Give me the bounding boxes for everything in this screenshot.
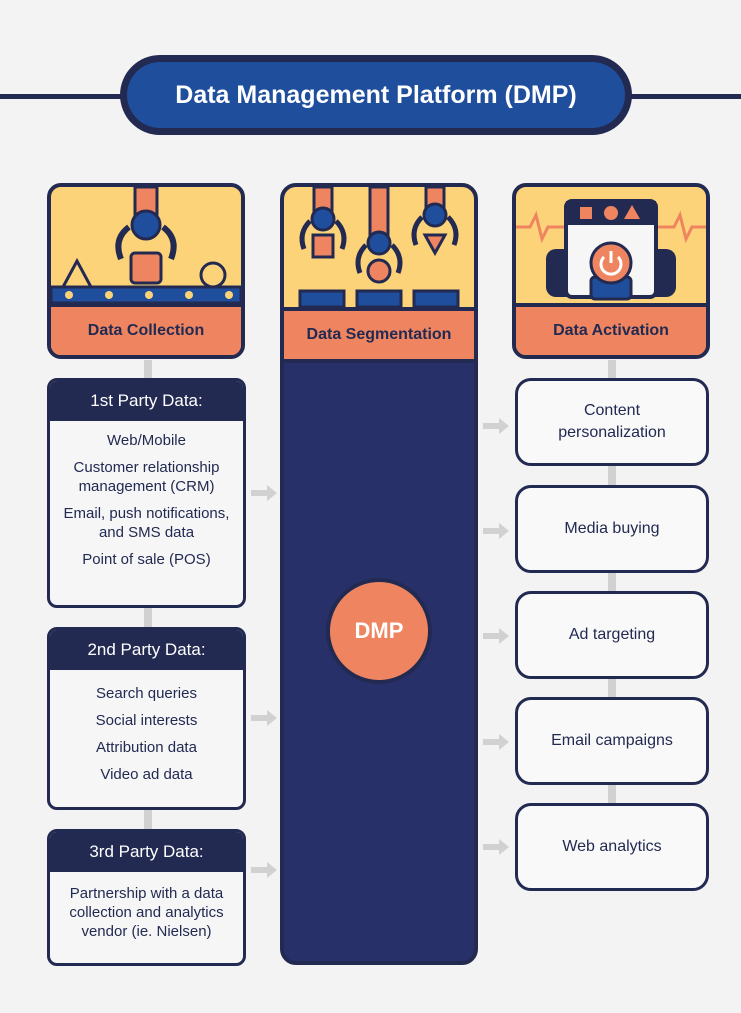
- source-item: Search queries: [96, 685, 197, 702]
- second-party-data-box: 2nd Party Data: Search queries Social in…: [47, 627, 246, 810]
- arrow-right-icon: [251, 710, 277, 726]
- third-party-data-box: 3rd Party Data: Partnership with a data …: [47, 829, 246, 966]
- output-label: Web analytics: [562, 838, 662, 855]
- source-item: Video ad data: [100, 766, 193, 783]
- output-web-analytics: Web analytics: [515, 803, 709, 891]
- data-segmentation-label: Data Segmentation: [284, 307, 474, 363]
- output-label: Content personalization: [558, 402, 666, 441]
- page-title: Data Management Platform (DMP): [127, 62, 625, 128]
- source-item: Email, push notifications, and SMS data: [63, 505, 230, 541]
- source-item: Attribution data: [96, 739, 197, 756]
- output-label: Ad targeting: [568, 626, 656, 643]
- source-item: Customer relationship management (CRM): [73, 459, 220, 495]
- data-collection-label: Data Collection: [51, 303, 241, 355]
- data-activation-card: Data Activation: [512, 183, 710, 359]
- output-label: Email campaigns: [551, 732, 673, 749]
- third-party-data-title: 3rd Party Data:: [50, 832, 243, 872]
- second-party-data-title: 2nd Party Data:: [50, 630, 243, 670]
- title-line-right: [628, 94, 741, 99]
- output-ad-targeting: Ad targeting: [515, 591, 709, 679]
- data-collection-card: Data Collection: [47, 183, 245, 359]
- arrow-right-icon: [483, 734, 509, 750]
- title-line-left: [0, 94, 125, 99]
- arrow-right-icon: [483, 418, 509, 434]
- three-claws-icon: [298, 187, 460, 309]
- arrow-right-icon: [483, 628, 509, 644]
- source-item: Web/Mobile: [107, 432, 186, 449]
- data-activation-label: Data Activation: [516, 303, 706, 355]
- output-media-buying: Media buying: [515, 485, 709, 573]
- arrow-right-icon: [251, 862, 277, 878]
- activation-illustration: [516, 199, 706, 301]
- dmp-circle: DMP: [326, 578, 432, 684]
- conveyor-claw-illustration: [51, 187, 241, 305]
- segmentation-illustration: [284, 187, 474, 309]
- arrow-right-icon: [483, 523, 509, 539]
- data-segmentation-column: Data Segmentation: [280, 183, 478, 965]
- arrow-right-icon: [483, 839, 509, 855]
- output-content-personalization: Content personalization: [515, 378, 709, 466]
- output-email-campaigns: Email campaigns: [515, 697, 709, 785]
- output-label: Media buying: [564, 520, 660, 537]
- source-item: Social interests: [95, 712, 198, 729]
- arrow-right-icon: [251, 485, 277, 501]
- source-item: Point of sale (POS): [82, 551, 211, 568]
- first-party-data-box: 1st Party Data: Web/Mobile Customer rela…: [47, 378, 246, 608]
- source-item: Partnership with a data collection and a…: [69, 885, 224, 940]
- first-party-data-title: 1st Party Data:: [50, 381, 243, 421]
